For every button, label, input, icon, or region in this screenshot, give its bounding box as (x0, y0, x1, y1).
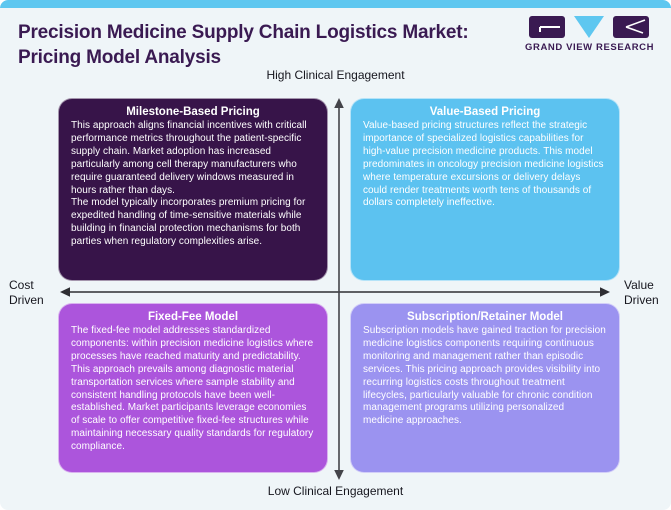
quadrant-title: Milestone-Based Pricing (126, 106, 260, 118)
axis-label-value-driven: Value Driven (624, 278, 659, 307)
logo-g-cut (539, 26, 560, 32)
axis-label-cost-driven: Cost Driven (9, 278, 44, 307)
arrow-up-icon (334, 98, 344, 108)
logo-text: GRAND VIEW RESEARCH (525, 42, 655, 53)
quadrant-body: The fixed-fee model addresses standardiz… (71, 325, 314, 453)
page-title: Precision Medicine Supply Chain Logistic… (18, 20, 498, 70)
arrow-left-icon (60, 287, 70, 297)
vertical-axis-arrow-icon (334, 98, 344, 480)
quadrant-subscription-retainer-model: Subscription/Retainer Model Subscription… (350, 303, 620, 473)
quadrant-value-based-pricing: Value-Based Pricing Value-based pricing … (350, 98, 620, 281)
quadrant-milestone-based-pricing: Milestone-Based Pricing This approach al… (58, 98, 328, 281)
logo-v-triangle-icon (574, 16, 604, 38)
axis-label-high-clinical-engagement: High Clinical Engagement (266, 68, 405, 82)
arrow-down-icon (334, 470, 344, 480)
quadrant-body: Subscription models have gained traction… (363, 325, 606, 427)
quadrant-fixed-fee-model: Fixed-Fee Model The fixed-fee model addr… (58, 303, 328, 473)
quadrant-title: Value-Based Pricing (429, 106, 541, 118)
quadrant-body: Value-based pricing structures reflect t… (363, 120, 604, 209)
horizontal-axis-arrow-icon (60, 287, 610, 297)
page-title-line2: Pricing Model Analysis (18, 47, 221, 68)
top-accent-bar (0, 0, 671, 8)
page-title-line1: Precision Medicine Supply Chain Logistic… (18, 22, 469, 43)
arrow-right-icon (600, 287, 610, 297)
quadrant-body: The model typically incorporates premium… (71, 197, 306, 248)
gvr-logo-mark-icon (529, 16, 649, 38)
axis-label-low-clinical-engagement: Low Clinical Engagement (267, 484, 404, 498)
logo-r-cut (625, 19, 646, 34)
gvr-logo: GRAND VIEW RESEARCH (525, 16, 655, 53)
quadrant-body: This approach aligns financial incentive… (71, 120, 307, 196)
quadrant-title: Subscription/Retainer Model (407, 311, 563, 323)
quadrant-title: Fixed-Fee Model (147, 311, 239, 323)
logo-r-mark (613, 16, 649, 38)
